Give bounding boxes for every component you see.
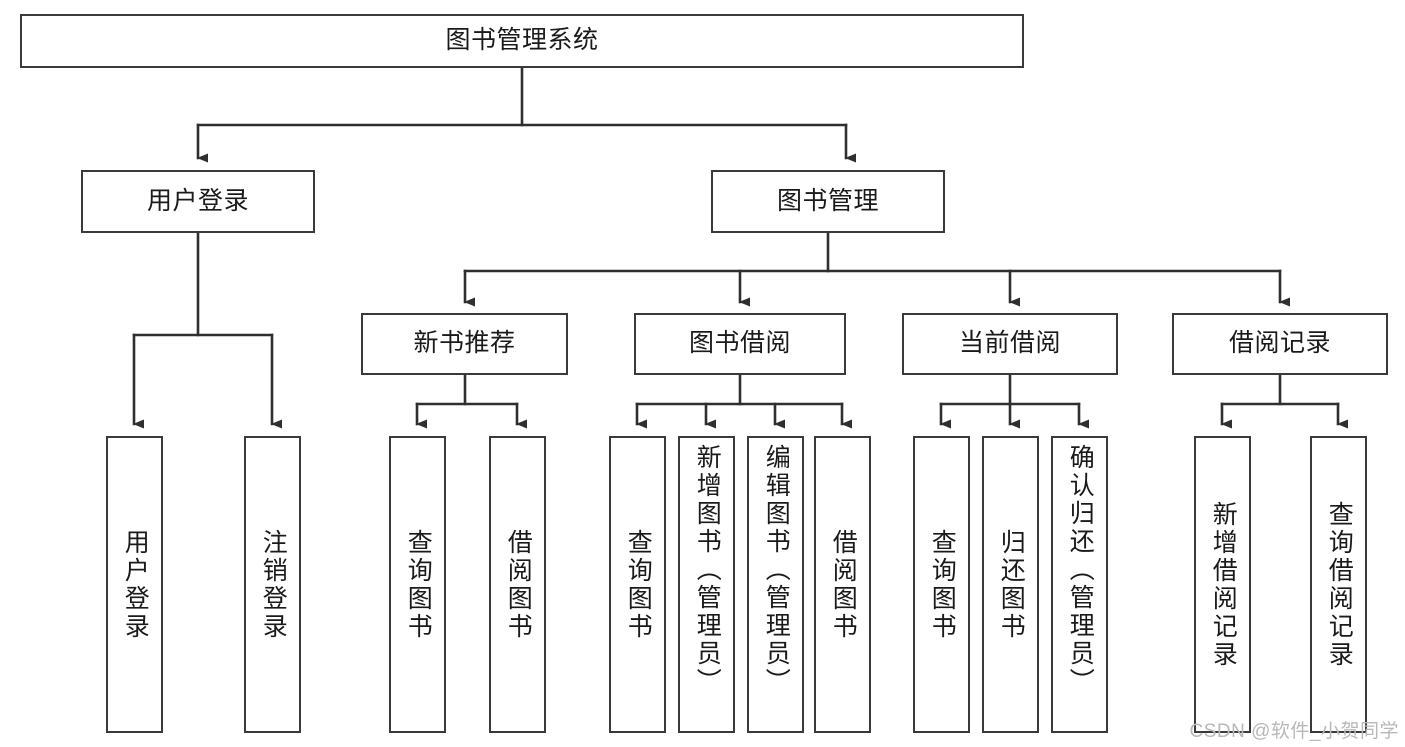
leaf-confirm-return-admin[interactable]: 确认归还（管理员） xyxy=(1051,436,1108,733)
leaf-query-book-current[interactable]: 查询图书 xyxy=(913,436,970,733)
leaf-return-book[interactable]: 归还图书 xyxy=(982,436,1039,733)
node-label: 确认归还（管理员） xyxy=(1066,444,1095,696)
node-label: 借阅图书 xyxy=(504,528,533,641)
node-label: 新增借阅记录 xyxy=(1209,500,1238,669)
leaf-user-login[interactable]: 用户登录 xyxy=(106,436,163,733)
node-label: 查询借阅记录 xyxy=(1325,500,1354,669)
node-label: 图书管理系统 xyxy=(445,26,599,55)
leaf-query-book-recommend[interactable]: 查询图书 xyxy=(389,436,446,733)
node-label: 借阅记录 xyxy=(1228,329,1331,358)
node-label: 新增图书（管理员） xyxy=(693,444,722,696)
node-label: 当前借阅 xyxy=(958,329,1061,358)
node-label: 借阅图书 xyxy=(829,528,858,641)
leaf-logout[interactable]: 注销登录 xyxy=(244,436,301,733)
leaf-borrow-book[interactable]: 借阅图书 xyxy=(814,436,871,733)
node-root-system[interactable]: 图书管理系统 xyxy=(20,14,1024,68)
node-label: 查询图书 xyxy=(404,528,433,641)
node-book-management[interactable]: 图书管理 xyxy=(711,170,945,233)
node-label: 图书管理 xyxy=(776,186,879,215)
node-label: 查询图书 xyxy=(928,528,957,641)
node-label: 图书借阅 xyxy=(688,329,791,358)
leaf-query-book-borrow[interactable]: 查询图书 xyxy=(609,436,666,733)
node-borrow-record[interactable]: 借阅记录 xyxy=(1172,313,1388,375)
leaf-add-book-admin[interactable]: 新增图书（管理员） xyxy=(678,436,735,733)
node-label: 归还图书 xyxy=(997,528,1026,641)
node-label: 用户登录 xyxy=(146,186,249,215)
leaf-query-borrow-record[interactable]: 查询借阅记录 xyxy=(1310,436,1367,733)
leaf-borrow-book-recommend[interactable]: 借阅图书 xyxy=(489,436,546,733)
node-book-borrow[interactable]: 图书借阅 xyxy=(634,313,846,375)
node-current-borrow[interactable]: 当前借阅 xyxy=(902,313,1118,375)
node-label: 编辑图书（管理员） xyxy=(762,444,791,696)
leaf-add-borrow-record[interactable]: 新增借阅记录 xyxy=(1194,436,1251,733)
node-new-book-recommend[interactable]: 新书推荐 xyxy=(361,313,568,375)
leaf-edit-book-admin[interactable]: 编辑图书（管理员） xyxy=(747,436,804,733)
node-label: 注销登录 xyxy=(259,528,288,641)
node-label: 用户登录 xyxy=(121,528,150,641)
node-label: 查询图书 xyxy=(624,528,653,641)
node-label: 新书推荐 xyxy=(413,329,516,358)
node-user-login[interactable]: 用户登录 xyxy=(81,170,315,233)
